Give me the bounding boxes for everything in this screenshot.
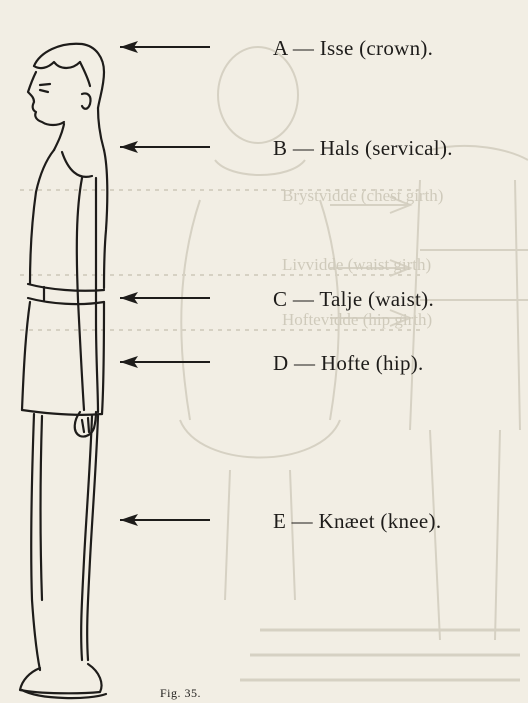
label-crown: A — Isse (crown). xyxy=(273,36,433,61)
label-knee: E — Knæet (knee). xyxy=(273,509,441,534)
arrow-b-icon xyxy=(118,139,218,155)
label-waist: C — Talje (waist). xyxy=(273,287,434,312)
figure-caption: Fig. 35. xyxy=(160,686,201,701)
arrow-e-icon xyxy=(118,512,218,528)
arrow-a-icon xyxy=(118,39,218,55)
label-hip: D — Hofte (hip). xyxy=(273,351,424,376)
arrow-d-icon xyxy=(118,354,218,370)
arrow-c-icon xyxy=(118,290,218,306)
label-neck: B — Hals (servical). xyxy=(273,136,453,161)
